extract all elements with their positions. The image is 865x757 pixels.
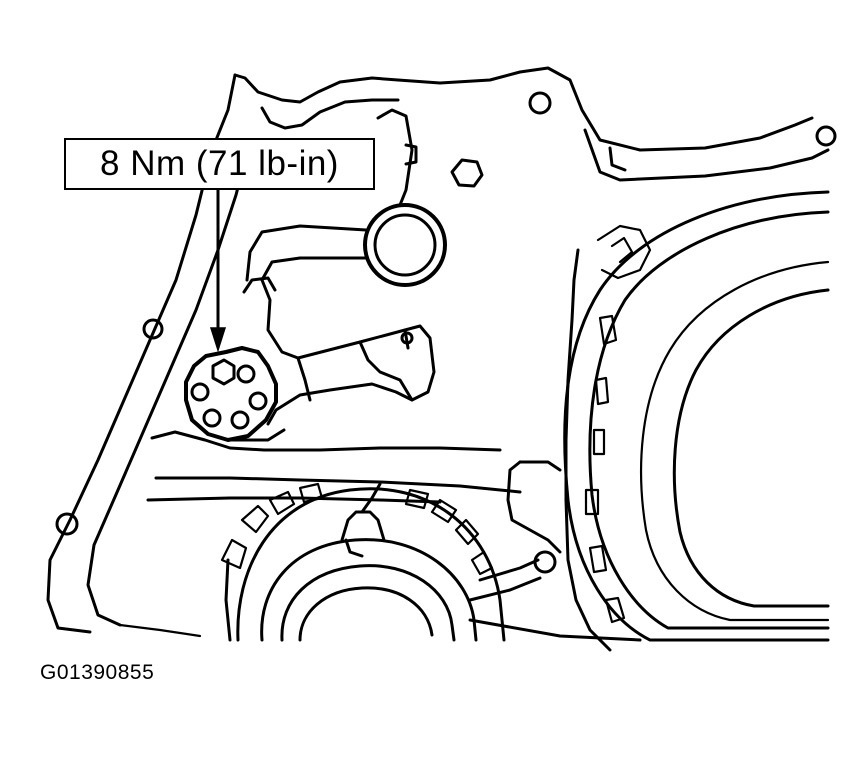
- torque-callout-box: 8 Nm (71 lb-in): [64, 138, 375, 190]
- housing-bolt-holes: [55, 91, 837, 574]
- crop-edge: [118, 623, 202, 638]
- callout-arrow: [209, 188, 227, 353]
- main-bore: [468, 190, 830, 652]
- bolt-flange: [184, 346, 278, 442]
- lever-arm: [228, 276, 436, 442]
- torque-callout-label: 8 Nm (71 lb-in): [100, 144, 339, 183]
- upper-boss: [245, 108, 447, 287]
- lower-seal-housing: [220, 482, 506, 642]
- cross-ribs: [146, 430, 522, 504]
- figure-id: G01390855: [40, 661, 155, 684]
